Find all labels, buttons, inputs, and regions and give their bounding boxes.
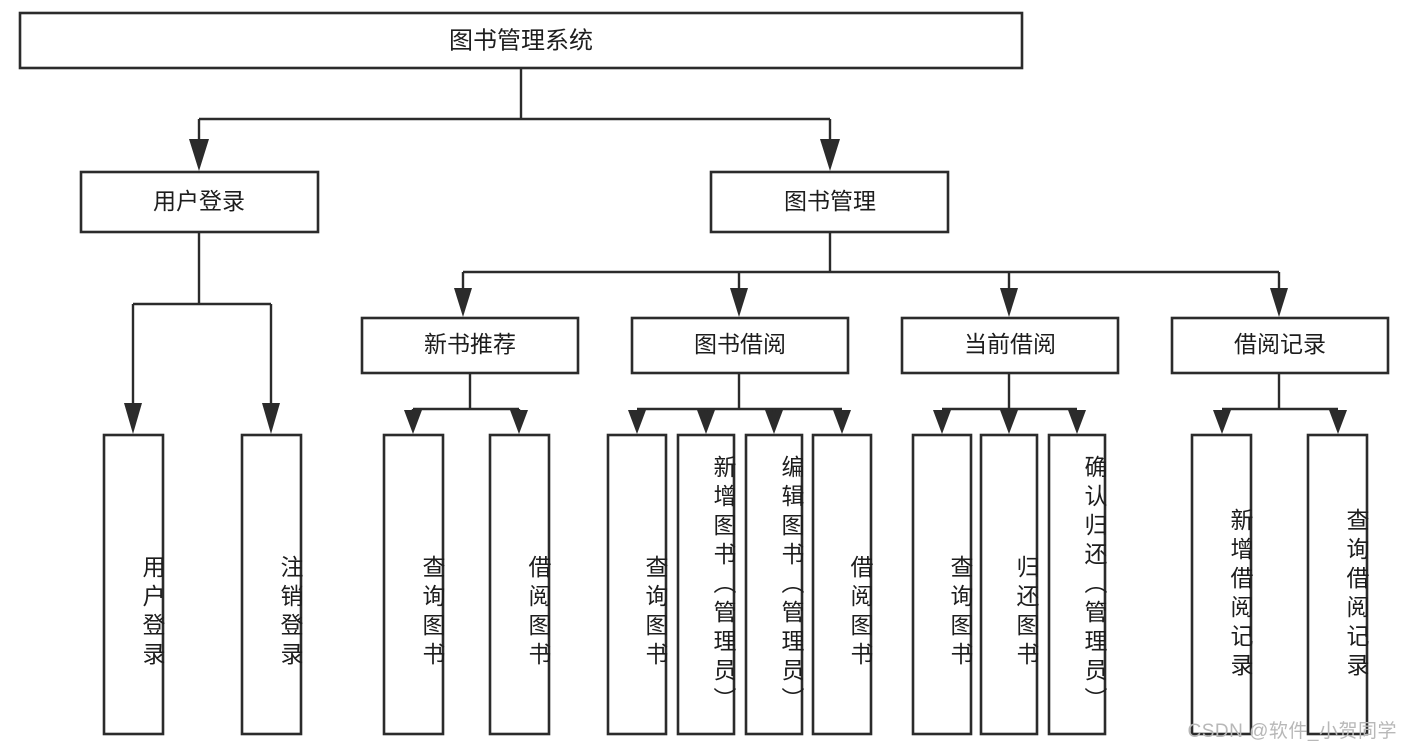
arrow-head-leaf-new-book-1 [404,410,422,434]
leaf-box-book-borrow-3[interactable] [744,433,804,736]
arrow-head-leaf-book-borrow-1 [628,410,646,434]
node-user-login-box[interactable] [79,170,320,234]
leaf-boxes-user-login [102,433,303,736]
node-book-manage[interactable]: 图书管理 [709,170,950,234]
connector-group-current-borrow-to-leaves [933,373,1086,434]
leaf-box-borrow-record-1[interactable] [1190,433,1253,736]
node-book-manage-label: 图书管理 [784,188,876,214]
arrow-head-book-borrow [730,288,748,317]
node-root-label: 图书管理系统 [449,27,593,54]
node-book-manage-box[interactable] [709,170,950,234]
arrow-head-leaf-new-book-2 [510,410,528,434]
arrow-head-leaf-book-borrow-4 [833,410,851,434]
node-current-borrow-box[interactable] [900,316,1120,375]
node-new-book-recommend-box[interactable] [360,316,580,375]
node-new-book-recommend[interactable]: 新书推荐 [360,316,580,375]
arrow-head-leaf-current-borrow-2 [1000,410,1018,434]
node-book-borrow-box[interactable] [630,316,850,375]
connector-group-user-login-to-leaves [124,232,280,434]
node-book-borrow[interactable]: 图书借阅 [630,316,850,375]
arrow-head-borrow-record [1270,288,1288,317]
arrow-head-leaf-user-login-1 [124,403,142,434]
arrow-head-user-login [189,139,209,171]
node-borrow-record-box[interactable] [1170,316,1390,375]
arrow-head-leaf-book-borrow-2 [697,410,715,434]
arrow-head-leaf-current-borrow-3 [1068,410,1086,434]
leaf-box-new-book-1[interactable] [382,433,445,736]
arrow-head-leaf-user-login-2 [262,403,280,434]
leaf-box-current-borrow-2[interactable] [979,433,1039,736]
node-root[interactable]: 图书管理系统 [18,11,1024,70]
watermark-text: CSDN @软件_小贺同学 [1187,721,1397,742]
connector-group-book-borrow-to-leaves [628,373,851,434]
leaf-box-book-borrow-1[interactable] [606,433,668,736]
node-root-box[interactable] [18,11,1024,70]
leaf-box-current-borrow-3[interactable] [1047,433,1107,736]
leaf-box-user-login-2[interactable] [240,433,303,736]
node-borrow-record[interactable]: 借阅记录 [1170,316,1390,375]
node-current-borrow[interactable]: 当前借阅 [900,316,1120,375]
leaf-boxes-book-borrow [606,433,873,736]
leaf-box-book-borrow-4[interactable] [811,433,873,736]
node-user-login-label: 用户登录 [153,188,245,214]
leaf-box-new-book-2[interactable] [488,433,551,736]
leaf-boxes-current-borrow [911,433,1107,736]
arrow-head-leaf-book-borrow-3 [765,410,783,434]
arrow-head-book-manage [820,139,840,171]
arrow-head-leaf-borrow-record-2 [1329,410,1347,434]
connector-group-root-to-level2 [189,68,840,171]
arrow-head-new-book-recommend [454,288,472,317]
node-current-borrow-label: 当前借阅 [964,331,1056,357]
node-borrow-record-label: 借阅记录 [1234,331,1326,357]
leaf-boxes-borrow-record [1190,433,1369,736]
leaf-box-book-borrow-2[interactable] [676,433,736,736]
connector-group-new-book-recommend-to-leaves [404,373,528,434]
connector-group-book-manage-to-level3 [454,232,1288,317]
leaf-box-borrow-record-2[interactable] [1306,433,1369,736]
arrow-head-leaf-borrow-record-1 [1213,410,1231,434]
arrow-head-leaf-current-borrow-1 [933,410,951,434]
leaf-box-current-borrow-1[interactable] [911,433,973,736]
arrow-head-current-borrow [1000,288,1018,317]
leaf-boxes-new-book-recommend [382,433,551,736]
connector-group-borrow-record-to-leaves [1213,373,1347,434]
node-book-borrow-label: 图书借阅 [694,331,786,357]
node-new-book-recommend-label: 新书推荐 [424,331,516,357]
leaf-box-user-login-1[interactable] [102,433,165,736]
node-user-login[interactable]: 用户登录 [79,170,320,234]
